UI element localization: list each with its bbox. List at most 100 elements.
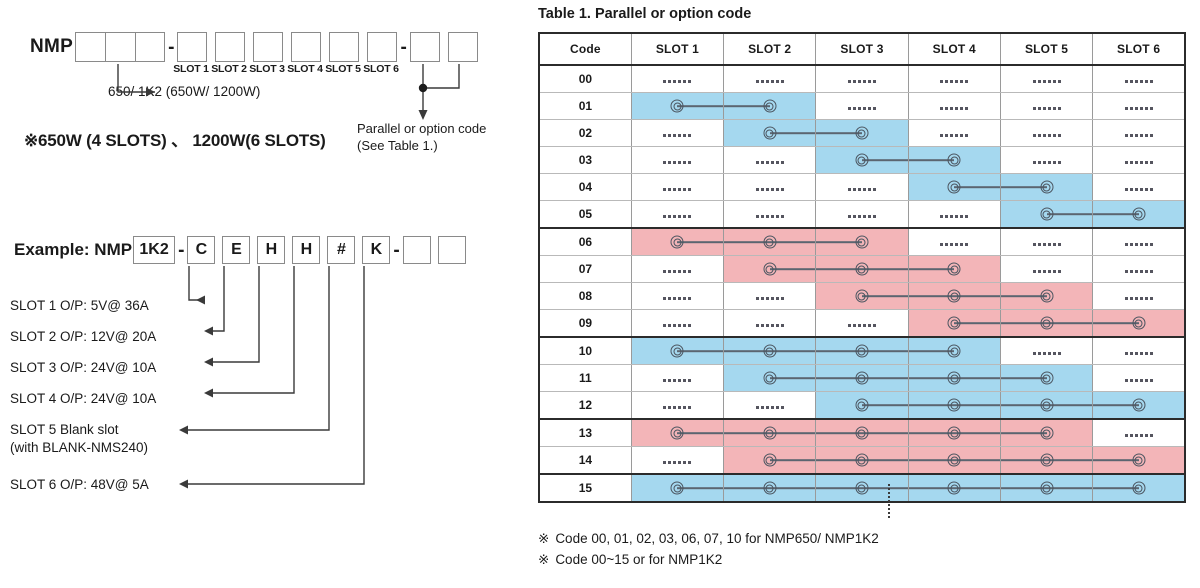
connector-line: [861, 459, 908, 461]
cell-slot-6: [1092, 92, 1186, 120]
blank-dash-marker: [847, 215, 876, 218]
example-slot5-box[interactable]: #: [327, 236, 356, 264]
example-slot1-box[interactable]: C: [187, 236, 216, 264]
connector-node-icon: [763, 262, 777, 276]
model-slot1-box[interactable]: [177, 32, 208, 62]
blank-dash-marker: [940, 134, 969, 137]
example-dash-1: -: [178, 239, 185, 261]
cell-code: 03: [538, 146, 632, 174]
blank-dash-marker: [940, 215, 969, 218]
table-row: 14: [538, 446, 1186, 475]
connector-line: [769, 377, 816, 379]
connector-node-icon: [670, 426, 684, 440]
blank-dash-marker: [1124, 188, 1153, 191]
column-header-slot1: SLOT 1: [630, 32, 725, 66]
connector-node-icon: [855, 453, 869, 467]
model-power-box[interactable]: [105, 32, 136, 62]
cell-slot-5: [999, 119, 1094, 147]
example-option-box-2[interactable]: [437, 236, 466, 264]
connector-node-icon: [763, 481, 777, 495]
connector-node-icon: [670, 99, 684, 113]
cell-slot-3: [815, 227, 909, 256]
arrow-slot3: [204, 357, 213, 367]
table-footnotes: ※Code 00, 01, 02, 03, 06, 07, 10 for NMP…: [538, 528, 879, 570]
table-row: 00: [538, 64, 1186, 93]
option-code-table-panel: Table 1. Parallel or option code Code SL…: [532, 0, 1200, 588]
connector-node-icon: [947, 481, 961, 495]
blank-dash-marker: [663, 297, 692, 300]
cell-slot-3: [815, 391, 909, 420]
cell-slot-4: [907, 64, 1001, 93]
connector-node-icon: [855, 426, 869, 440]
example-slot4-box[interactable]: H: [292, 236, 321, 264]
blank-dash-marker: [1032, 107, 1061, 110]
parallel-option-note: Parallel or option code (See Table 1.): [357, 120, 486, 154]
cell-slot-1: [630, 227, 725, 256]
example-slot3-box[interactable]: H: [257, 236, 286, 264]
cell-slot-4: [907, 282, 1001, 310]
cell-slot-6: [1092, 200, 1186, 229]
cell-slot-3: [815, 473, 909, 503]
cell-code: 11: [538, 364, 632, 392]
model-power-box[interactable]: [135, 32, 166, 62]
connector-line: [908, 459, 955, 461]
connector-node-icon: [947, 180, 961, 194]
connector-line: [861, 377, 908, 379]
connector-line: [724, 487, 770, 489]
cell-slot-6: [1092, 64, 1186, 93]
connector-line: [769, 350, 816, 352]
junction-dot: [418, 83, 428, 93]
cell-slot-6: [1092, 173, 1186, 201]
connector-line: [1000, 377, 1047, 379]
connector-node-icon: [670, 481, 684, 495]
cell-slot-2: [723, 309, 817, 338]
connector-line: [954, 186, 1000, 188]
example-option-box-1[interactable]: [402, 236, 431, 264]
blank-dash-marker: [1032, 80, 1061, 83]
cell-code: 13: [538, 418, 632, 447]
cell-slot-1: [630, 282, 725, 310]
model-slot2-box[interactable]: [215, 32, 246, 62]
connector-node-icon: [1040, 371, 1054, 385]
example-model-code-box[interactable]: 1K2: [133, 236, 176, 264]
connector-node-icon: [1040, 316, 1054, 330]
cell-slot-6: [1092, 446, 1186, 475]
model-slot6-box[interactable]: [367, 32, 398, 62]
column-header-slot5: SLOT 5: [999, 32, 1094, 66]
cell-slot-1: [630, 200, 725, 229]
cell-slot-6: [1092, 336, 1186, 365]
connector-node-icon: [855, 289, 869, 303]
model-slot4-box[interactable]: [291, 32, 322, 62]
cell-code: 04: [538, 173, 632, 201]
cell-code: 01: [538, 92, 632, 120]
model-option-box-2[interactable]: [447, 32, 478, 62]
blank-dash-marker: [755, 297, 784, 300]
cell-slot-2: [723, 282, 817, 310]
footnote-1-text: Code 00, 01, 02, 03, 06, 07, 10 for NMP6…: [555, 531, 879, 546]
cell-slot-1: [630, 146, 725, 174]
connector-line: [677, 350, 724, 352]
connector-line: [816, 268, 862, 270]
cell-slot-6: [1092, 119, 1186, 147]
connector-node-icon: [1132, 207, 1146, 221]
model-option-box-1[interactable]: [409, 32, 440, 62]
cell-code: 15: [538, 473, 632, 503]
blank-dash-marker: [755, 406, 784, 409]
column-header-slot4: SLOT 4: [907, 32, 1001, 66]
footnote-1: ※Code 00, 01, 02, 03, 06, 07, 10 for NMP…: [538, 528, 879, 549]
table-row: 02: [538, 119, 1186, 147]
connector-line: [954, 432, 1000, 434]
cell-code: 08: [538, 282, 632, 310]
example-slot2-box[interactable]: E: [222, 236, 251, 264]
cell-slot-4: [907, 173, 1001, 201]
model-power-box[interactable]: [75, 32, 106, 62]
example-slot6-box[interactable]: K: [362, 236, 391, 264]
model-slot5-box[interactable]: [329, 32, 360, 62]
column-header-code: Code: [538, 32, 632, 66]
model-slot3-box[interactable]: [253, 32, 284, 62]
cell-slot-4: [907, 200, 1001, 229]
cell-slot-6: [1092, 364, 1186, 392]
connector-node-icon: [1040, 481, 1054, 495]
cell-slot-3: [815, 309, 909, 338]
cell-slot-5: [999, 309, 1094, 338]
